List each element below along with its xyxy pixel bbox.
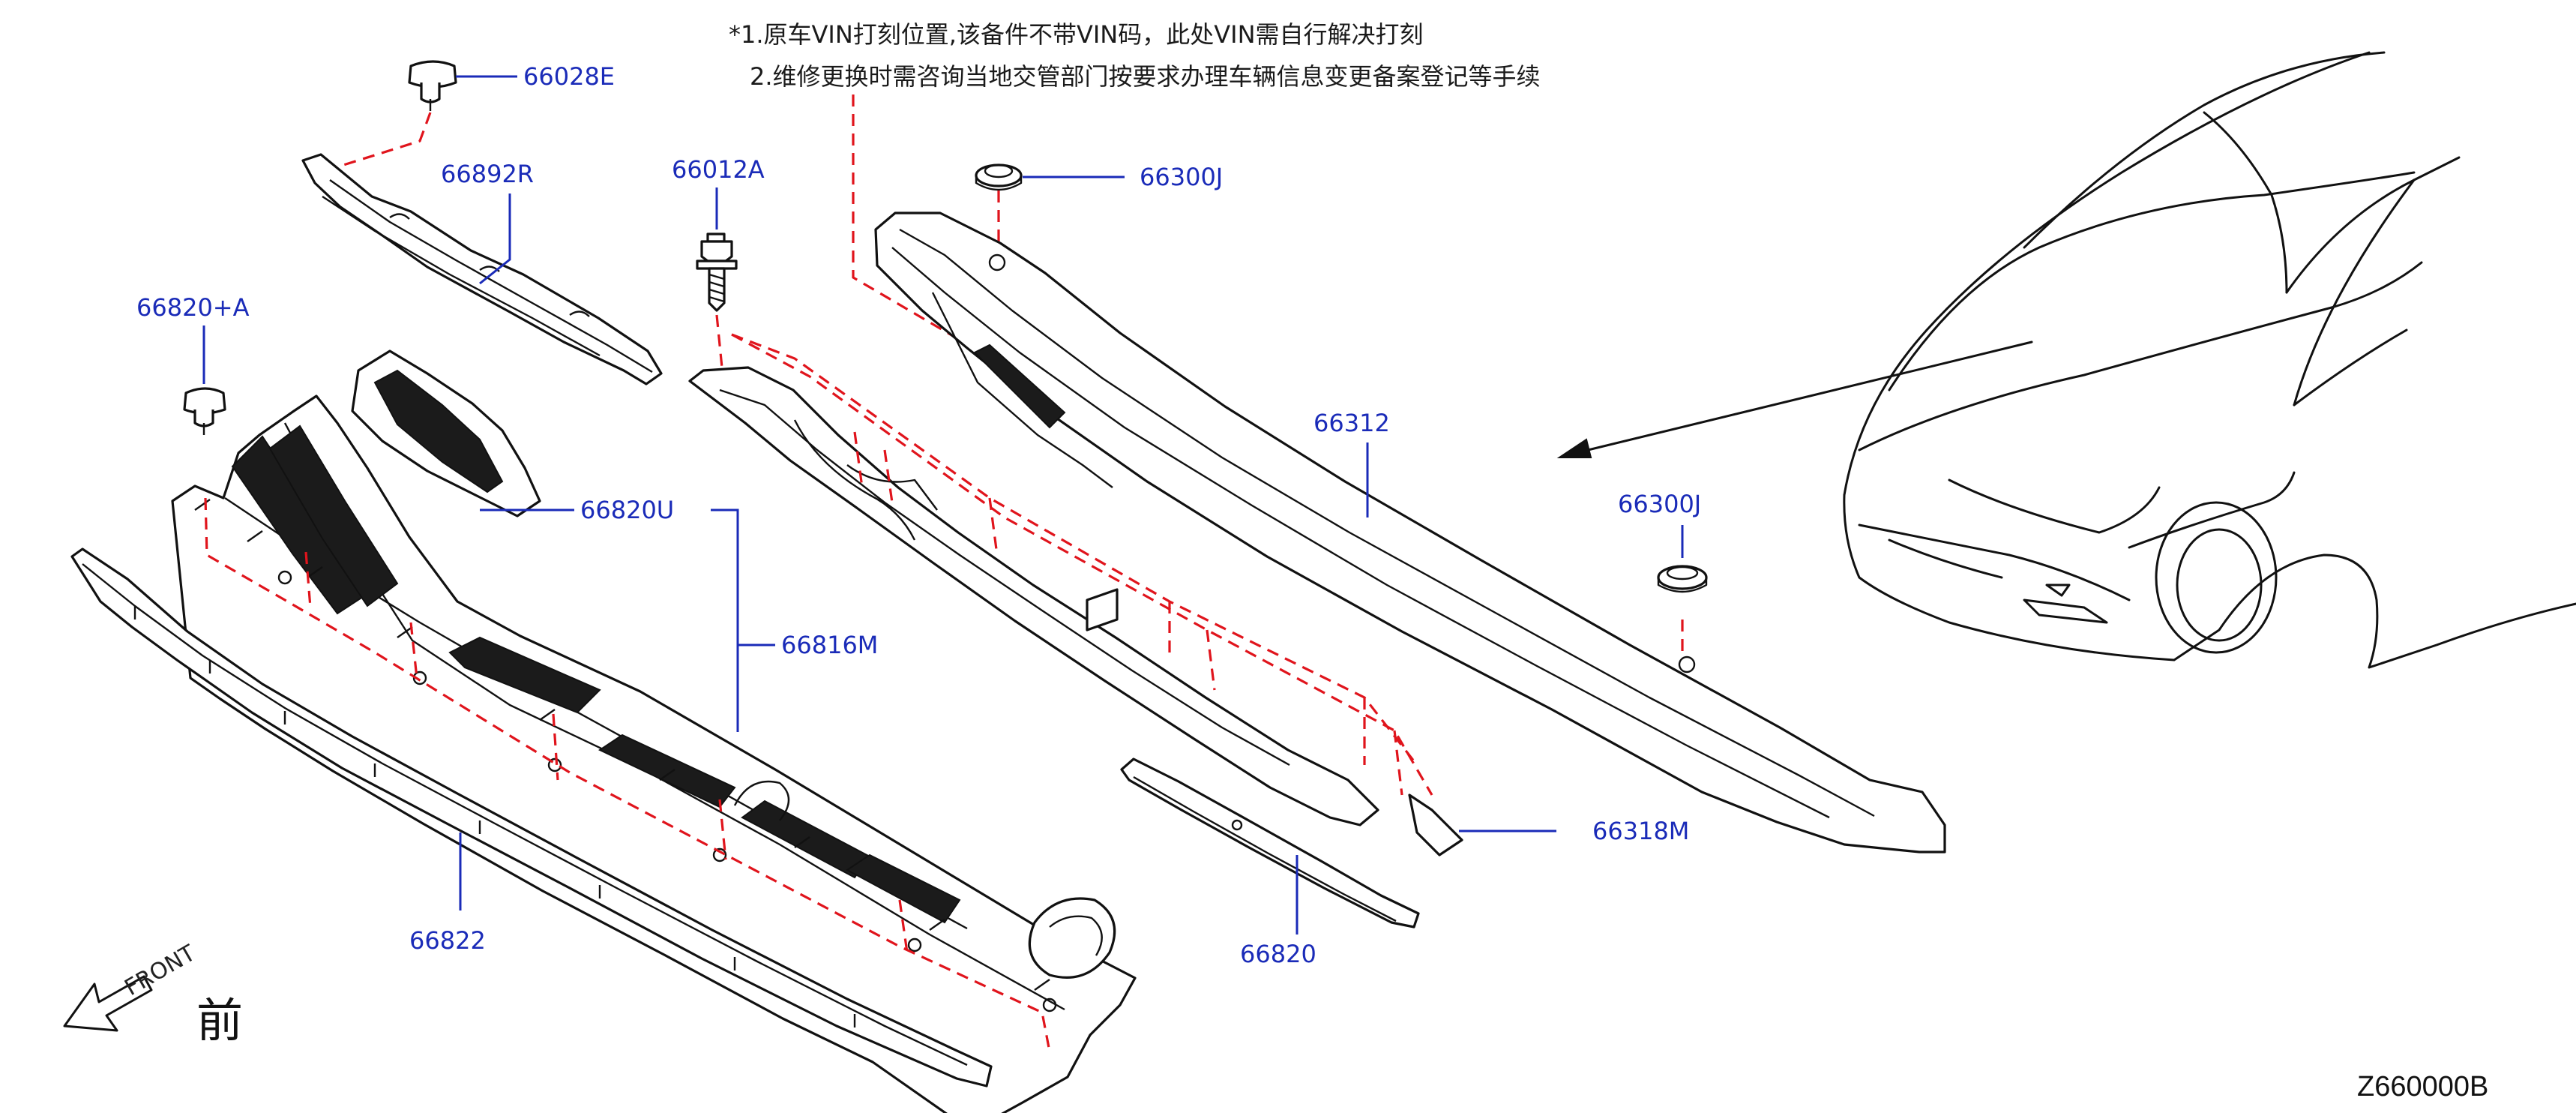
- bolt-66012a: [696, 232, 738, 312]
- clip-66820a: [183, 387, 226, 435]
- label-66820u: 66820U: [580, 496, 675, 524]
- bracket-66318m: [688, 366, 1463, 856]
- note-line-2: 2.维修更换时需咨询当地交管部门按要求办理车辆信息变更备案登记等手续: [750, 62, 1541, 91]
- clip-66028e: [408, 60, 457, 111]
- strip-66820: [1120, 758, 1420, 928]
- label-66012a: 66012A: [672, 155, 765, 184]
- dash-66028e: [314, 112, 432, 176]
- label-66892r: 66892R: [441, 160, 535, 188]
- label-66820: 66820: [1240, 940, 1316, 968]
- dash-lines: [204, 94, 1684, 1052]
- grommet-66300j-top: [975, 164, 1023, 191]
- leader-66892r: [479, 194, 511, 285]
- cowl-top-66816m: [171, 394, 1137, 1113]
- seal-66892r: [301, 153, 663, 386]
- label-66816m: 66816M: [781, 631, 879, 659]
- label-66312: 66312: [1313, 409, 1390, 437]
- grommet-66300j-right: [1657, 565, 1708, 593]
- front-label-cn: 前: [196, 993, 244, 1048]
- note-line-1: *1.原车VIN打刻位置,该备件不带VIN码，此处VIN需自行解决打刻: [729, 20, 1424, 49]
- location-arrow-line: [1580, 340, 2033, 453]
- seal-66822: [70, 548, 993, 1088]
- location-arrow-head: [1556, 438, 1592, 458]
- screen-66820u: [351, 350, 541, 518]
- cover-66312: [874, 212, 1946, 854]
- label-66300j-top: 66300J: [1140, 163, 1224, 191]
- vehicle-outline: [1843, 51, 2576, 669]
- front-arrow-icon: [63, 975, 153, 1032]
- diagram-code: Z660000B: [2357, 1071, 2489, 1102]
- leader-66816m: [711, 508, 739, 732]
- label-66822: 66822: [409, 926, 486, 955]
- label-66318m: 66318M: [1592, 817, 1690, 845]
- label-66028e: 66028E: [523, 62, 616, 91]
- label-66820a: 66820+A: [136, 293, 250, 322]
- label-66300j-right: 66300J: [1618, 490, 1702, 518]
